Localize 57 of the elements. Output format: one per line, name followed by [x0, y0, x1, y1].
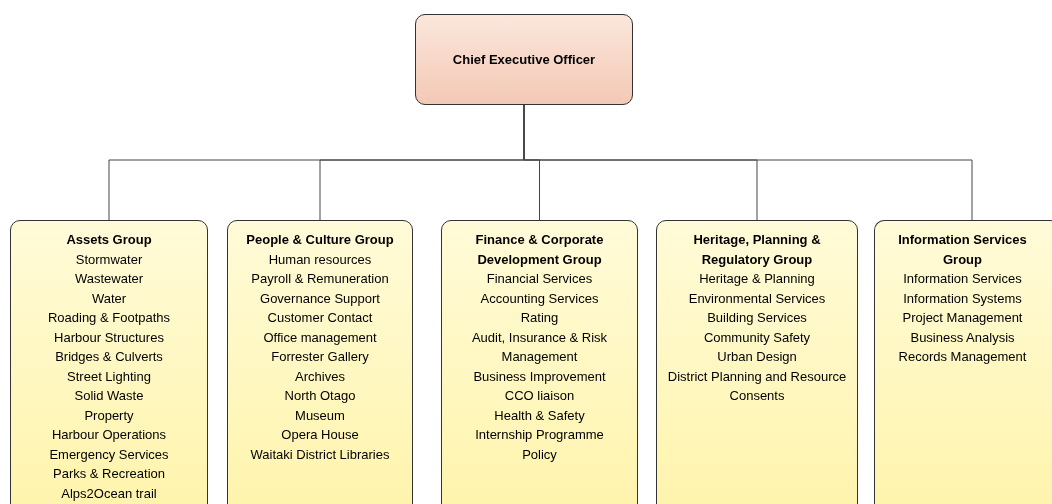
function-item: Solid Waste	[73, 387, 145, 405]
function-item: Alps2Ocean trail	[60, 484, 158, 503]
function-item: Harbour Operations	[50, 426, 168, 444]
group-box	[441, 220, 638, 504]
group-box	[10, 220, 208, 504]
function-item: Museum	[294, 406, 346, 425]
function-item: Forrester Gallery	[270, 348, 370, 366]
group-box	[227, 220, 413, 504]
function-item: Building Services	[706, 309, 808, 327]
group-box	[656, 220, 858, 504]
function-item: Governance Support	[259, 289, 381, 308]
function-item: Information Systems	[902, 289, 1023, 308]
function-item: Policy	[521, 445, 558, 464]
function-item: Audit, Insurance & Risk Management	[470, 328, 609, 366]
group-box	[874, 220, 1052, 504]
function-item: Roading & Footpaths	[46, 309, 172, 327]
function-item: Information Services	[902, 270, 1023, 288]
function-item: Urban Design	[716, 348, 798, 366]
function-item: Business Analysis	[909, 328, 1016, 347]
group-heading: Finance & Corporate Development Group	[474, 231, 605, 269]
group-heading: People & Culture Group	[245, 231, 395, 249]
function-item: Financial Services	[485, 270, 594, 288]
function-item: Opera House	[280, 426, 360, 444]
group-heading: Heritage, Planning & Regulatory Group	[692, 231, 822, 269]
group-heading: Assets Group	[65, 231, 153, 249]
function-item: Stormwater	[74, 250, 144, 269]
executive-box	[415, 14, 633, 105]
function-item: North Otago	[283, 387, 357, 405]
function-item: Business Improvement	[472, 367, 607, 386]
function-item: Harbour Structures	[53, 328, 165, 347]
function-item: Project Management	[901, 309, 1024, 327]
function-item: Rating	[519, 309, 560, 327]
function-item: Emergency Services	[48, 445, 170, 464]
function-item: Internship Programme	[474, 426, 605, 444]
function-item: Wastewater	[73, 270, 145, 288]
role-title: Chief Executive Officer	[452, 52, 596, 67]
function-item: Bridges & Culverts	[54, 348, 164, 366]
function-item: Street Lighting	[66, 367, 152, 386]
function-item: Human resources	[267, 250, 373, 269]
function-item: Office management	[262, 328, 378, 347]
function-item: District Planning and Resource Consents	[666, 367, 848, 405]
function-item: Parks & Recreation	[52, 465, 166, 483]
function-item: Water	[90, 289, 128, 308]
function-item: Payroll & Remuneration	[250, 270, 390, 288]
function-item: Community Safety	[702, 328, 812, 347]
connector-line	[523, 104, 973, 221]
function-item: Archives	[294, 367, 346, 386]
function-item: Property	[83, 406, 135, 425]
group-heading: Information Services Group	[897, 231, 1028, 269]
function-item: CCO liaison	[503, 387, 576, 405]
function-item: Records Management	[897, 348, 1028, 366]
function-item: Heritage & Planning	[698, 270, 816, 288]
function-item: Environmental Services	[687, 289, 827, 308]
function-item: Customer Contact	[266, 309, 374, 327]
function-item: Accounting Services	[479, 289, 600, 308]
function-item: Waitaki District Libraries	[249, 445, 391, 464]
function-item: Health & Safety	[493, 406, 586, 425]
